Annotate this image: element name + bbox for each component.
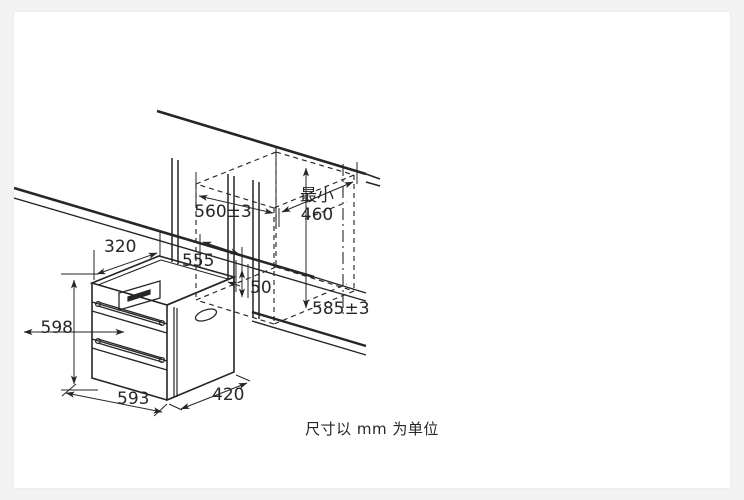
dimension-560-lines	[195, 146, 277, 227]
oven-control-display	[127, 289, 151, 302]
oven-control-panel	[118, 280, 161, 311]
dimension-label-598: 598	[41, 318, 73, 338]
dimension-460-lines	[278, 162, 358, 227]
oven-door-handle-lower	[94, 337, 166, 364]
dimension-320-lines	[93, 230, 161, 280]
dimension-420-lines	[168, 374, 251, 411]
dimension-label-420: 420	[212, 385, 244, 405]
drawing-canvas: 598 593 420 320 555 50 560±3 最小 460 585±…	[14, 12, 730, 488]
cabinet-lower-panel	[251, 310, 367, 348]
dimension-label-50: 50	[250, 278, 272, 298]
cabinet-upper-panel	[156, 109, 367, 176]
dimension-593-lines	[61, 383, 168, 417]
oven-front-face	[91, 301, 168, 371]
dimension-label-560: 560±3	[194, 202, 252, 222]
dimension-label-593: 593	[117, 389, 149, 409]
cabinet-upper-panel-edge	[365, 173, 381, 187]
dimension-598-lines	[23, 273, 125, 391]
oven-side-handle	[194, 308, 218, 322]
dimension-label-460: 460	[301, 205, 333, 225]
dimension-label-585: 585±3	[312, 299, 370, 319]
cabinet-vertical-stiles	[171, 158, 260, 319]
oven-body	[89, 255, 237, 402]
oven-door-handle-upper	[94, 300, 166, 327]
cabinet-mid-panel	[14, 186, 315, 279]
dimension-50-lines	[227, 260, 249, 298]
oven-installation-diagram: 598 593 420 320 555 50 560±3 最小 460 585±…	[14, 109, 381, 417]
dimension-label-555: 555	[182, 251, 214, 271]
dimension-label-min-prefix: 最小	[300, 186, 334, 206]
cabinet-lower-panel-edge	[251, 320, 367, 356]
dimension-label-320: 320	[104, 237, 136, 257]
units-caption: 尺寸以 mm 为单位	[305, 420, 439, 438]
oven-side-seams	[173, 307, 178, 398]
